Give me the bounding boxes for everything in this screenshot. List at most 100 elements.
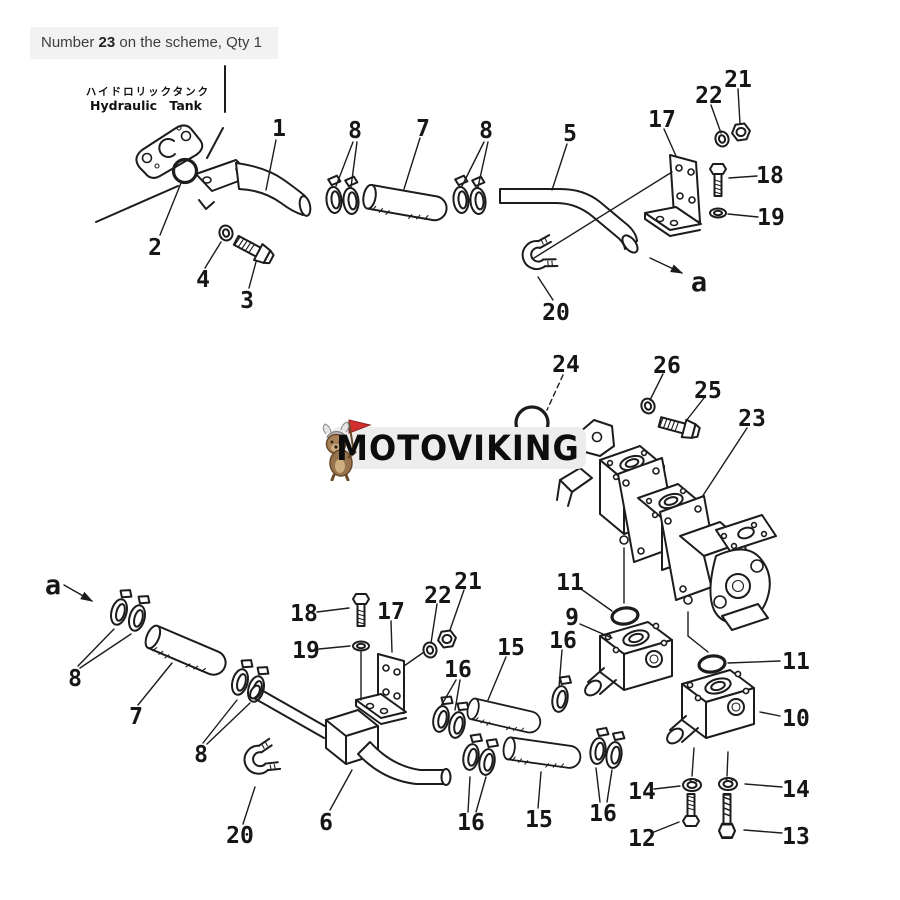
callout-20-bottom: 20: [226, 823, 254, 849]
callout-22-bottom: 22: [424, 583, 452, 609]
callout-7-bottom: 7: [129, 704, 143, 730]
part-23-pump-assembly: [556, 419, 777, 631]
callout-10: 10: [782, 706, 810, 732]
callout-18-bottom: 18: [290, 601, 318, 627]
part-20-u-clip: [238, 737, 282, 781]
part-7-hose: [140, 622, 231, 683]
part-26-washer: [638, 395, 658, 417]
callout-17-bottom: 17: [377, 599, 405, 625]
mascot-belly: [335, 459, 345, 473]
part-8-clamp: [323, 174, 345, 215]
callout-3: 3: [240, 288, 254, 314]
mascot-arm: [347, 450, 357, 459]
part-14-spring-washer: [718, 777, 738, 791]
tank-label-english: Hydraulic Tank: [90, 98, 203, 113]
part-22-washer: [421, 640, 439, 660]
part-18-bolt: [352, 593, 370, 627]
callout-14-right: 14: [782, 777, 810, 803]
callout-13: 13: [782, 824, 810, 850]
mascot-viking-dog-icon: [322, 419, 372, 481]
part-13-bolt: [717, 793, 737, 839]
callout-5: 5: [563, 121, 577, 147]
leader-lines: [77, 88, 783, 834]
part-22-washer: [712, 129, 732, 149]
view-marker-a-bottom: a: [45, 570, 61, 601]
callout-1: 1: [272, 116, 286, 142]
callout-25: 25: [694, 378, 722, 404]
callout-15-b: 15: [525, 807, 553, 833]
callout-24: 24: [552, 352, 580, 378]
part-9-elbow-block: [581, 621, 673, 700]
scheme-note-suffix: on the scheme, Qty 1: [115, 34, 262, 51]
callout-8-bottom-right: 8: [194, 742, 208, 768]
callout-14-left: 14: [628, 779, 656, 805]
callout-16-a: 16: [549, 628, 577, 654]
callout-labels: 1 2 4 3 8 7 8 5 20 17 22 21 18 19 24 26 …: [68, 67, 810, 852]
callout-16-d: 16: [589, 801, 617, 827]
part-19-washer: [709, 207, 727, 219]
callout-12: 12: [628, 826, 656, 852]
callout-16-c: 16: [457, 810, 485, 836]
part-8-clamp: [244, 662, 271, 705]
mascot-helmet-horn: [340, 421, 350, 433]
part-16-clamp: [603, 729, 627, 770]
callout-17-top: 17: [648, 107, 676, 133]
mascot-helmet-horn: [322, 423, 332, 435]
mascot-nose: [334, 445, 338, 449]
view-marker-a-top: a: [691, 267, 707, 298]
part-6-pipe-assembly: [249, 684, 452, 786]
callout-6: 6: [319, 810, 333, 836]
part-5-tube: [499, 188, 639, 254]
tank-outline: [95, 65, 226, 223]
part-12-bolt: [682, 793, 700, 827]
callout-11-right: 11: [782, 649, 810, 675]
part-16-clamp: [476, 736, 501, 778]
callout-20-top: 20: [542, 300, 570, 326]
callout-16-b: 16: [444, 657, 472, 683]
callout-8-top-right: 8: [479, 118, 493, 144]
callout-21-top: 21: [724, 67, 752, 93]
callout-11-left: 11: [556, 570, 584, 596]
tank-label-japanese: ハイドロリックタンク: [86, 86, 210, 98]
mascot-legs: [330, 473, 350, 481]
callout-18-top: 18: [756, 163, 784, 189]
watermark: MOTOVIKING: [322, 419, 586, 481]
part-11-oring: [610, 606, 640, 626]
part-21-nut: [435, 628, 459, 650]
callout-8-bottom-left: 8: [68, 666, 82, 692]
mascot-eye: [338, 440, 342, 444]
callout-4: 4: [196, 267, 210, 293]
part-11-oring: [697, 654, 727, 674]
part-15-hose: [464, 696, 544, 739]
callout-19-top: 19: [757, 205, 785, 231]
part-14-spring-washer: [682, 778, 702, 792]
view-arrow-a-top: [649, 257, 684, 274]
part-16-clamp: [445, 698, 471, 741]
part-3-bolt: [230, 231, 277, 269]
scheme-note-prefix: Number: [41, 34, 99, 51]
callout-21-bottom: 21: [454, 569, 482, 595]
callout-19-bottom: 19: [292, 638, 320, 664]
callout-23: 23: [738, 406, 766, 432]
callout-9: 9: [565, 605, 579, 631]
part-10-elbow-block: [663, 669, 755, 748]
part-17-bracket: [533, 154, 702, 259]
callout-7-top: 7: [416, 116, 430, 142]
callout-15-a: 15: [497, 635, 525, 661]
callout-26: 26: [653, 353, 681, 379]
part-1-elbow-pipe: [195, 159, 312, 217]
part-2-gasket: [135, 124, 204, 185]
part-15-hose: [500, 735, 583, 773]
part-4-washer: [216, 223, 236, 243]
part-8-clamp: [125, 591, 152, 634]
mascot-eye: [330, 440, 334, 444]
part-16-clamp: [549, 673, 574, 715]
callout-2: 2: [148, 235, 162, 261]
part-19-washer: [352, 640, 370, 652]
view-arrow-a-bottom: [63, 584, 94, 602]
scheme-note: Number 23 on the scheme, Qty 1: [30, 27, 278, 59]
part-8-clamp: [450, 174, 472, 215]
callout-22-top: 22: [695, 83, 723, 109]
